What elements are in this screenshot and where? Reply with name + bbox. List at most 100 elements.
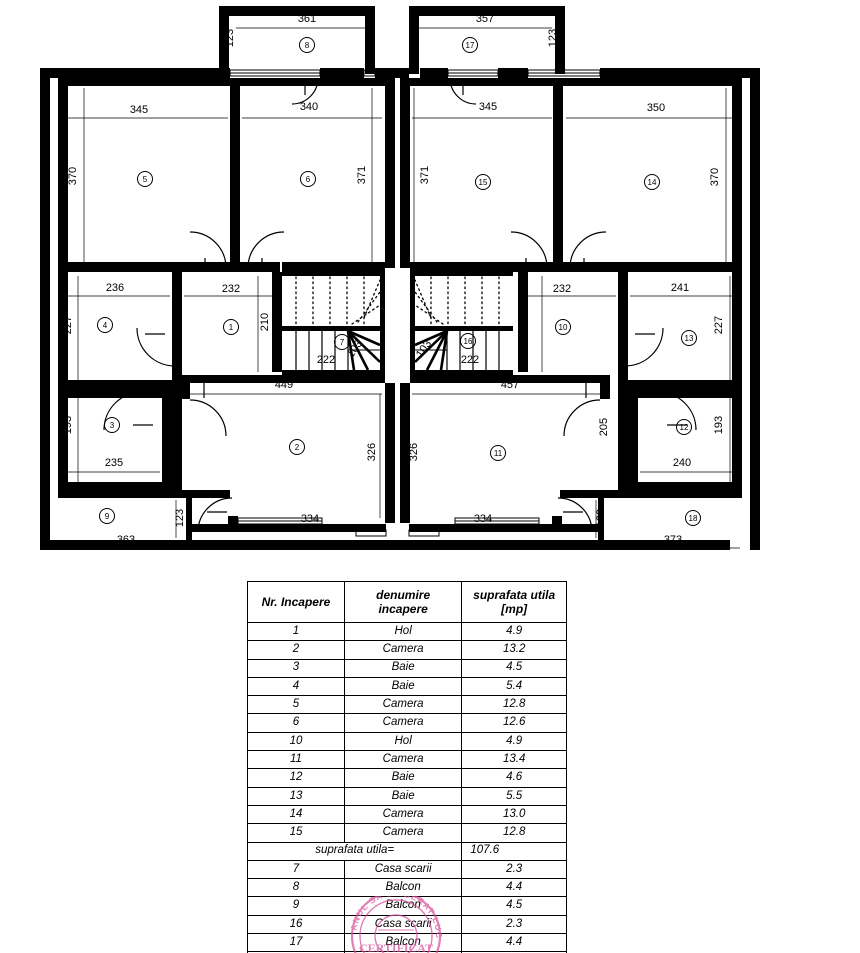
room-area: 13.2 — [461, 640, 567, 660]
room-marker-label: 5 — [143, 175, 148, 184]
room-schedule-table: Nr. Incapere denumire incapere suprafata… — [246, 581, 567, 953]
table-header: Nr. Incapere denumire incapere suprafata… — [247, 581, 567, 623]
dimension-label: 449 — [275, 379, 293, 391]
dimension-label: 232 — [553, 283, 571, 295]
room-marker-label: 9 — [105, 512, 110, 521]
room-nr: 9 — [247, 896, 345, 916]
header-nr-incapere: Nr. Incapere — [247, 581, 345, 623]
room-nr: 12 — [247, 768, 345, 788]
dimension-label: 345 — [130, 104, 148, 116]
room-name: Camera — [343, 640, 463, 660]
dimension-label: 222 — [461, 354, 479, 366]
room-marker-16: 16 — [460, 333, 476, 349]
room-area: 4.5 — [461, 658, 567, 678]
room-marker-label: 1 — [229, 323, 234, 332]
room-marker-circle — [644, 174, 660, 190]
room-name: Camera — [343, 804, 463, 825]
room-area: 4.4 — [461, 933, 567, 953]
room-area: 2.3 — [461, 914, 567, 935]
room-name: Balcon — [343, 896, 463, 916]
dimension-label: 210 — [259, 313, 271, 331]
dimension-label: 123 — [595, 509, 607, 527]
room-nr: 10 — [247, 731, 345, 752]
dimension-label: 370 — [709, 168, 721, 186]
room-name: Baie — [343, 768, 463, 788]
room-marker-4: 4 — [97, 317, 113, 333]
window-glazing-right — [751, 299, 759, 527]
room-marker-label: 7 — [340, 338, 345, 347]
room-area: 4.4 — [461, 878, 567, 898]
room-nr: 4 — [247, 676, 345, 697]
room-marker-label: 4 — [103, 321, 108, 330]
dimension-lines — [52, 16, 740, 549]
room-marker-circle — [681, 330, 697, 346]
subtotal-value: 107.6 — [461, 841, 567, 861]
room-area: 4.5 — [461, 896, 567, 916]
room-marker-18: 18 — [685, 510, 701, 526]
room-marker-label: 18 — [689, 514, 698, 523]
room-name: Camera — [343, 823, 463, 843]
room-marker-11: 11 — [490, 445, 506, 461]
header-denumire-line2: incapere — [378, 602, 428, 616]
room-area: 13.4 — [461, 750, 567, 770]
room-marker-17: 17 — [462, 37, 478, 53]
room-nr: 6 — [247, 713, 345, 733]
room-marker-label: 8 — [305, 41, 310, 50]
dimension-label: 227 — [713, 316, 725, 334]
room-area: 12.8 — [461, 823, 567, 843]
dimension-label: 240 — [673, 457, 691, 469]
room-nr: 17 — [247, 933, 345, 953]
room-nr: 1 — [247, 621, 345, 642]
room-marker-10: 10 — [555, 319, 571, 335]
room-marker-circle — [99, 508, 115, 524]
header-suprafata-line1: suprafata utila — [473, 587, 556, 602]
room-marker-circle — [334, 334, 350, 350]
room-marker-15: 15 — [475, 174, 491, 190]
dimension-label: 345 — [479, 101, 497, 113]
dimension-label: 371 — [419, 166, 431, 184]
dimension-label: 235 — [105, 457, 123, 469]
dimension-label: 370 — [67, 167, 79, 185]
room-marker-8: 8 — [299, 37, 315, 53]
room-marker-label: 17 — [466, 41, 475, 50]
room-name: Baie — [343, 786, 463, 806]
room-marker-circle — [97, 317, 113, 333]
room-marker-circle — [104, 417, 120, 433]
room-area: 12.6 — [461, 713, 567, 733]
wall-structure — [40, 6, 760, 550]
room-name: Camera — [343, 695, 463, 715]
room-marker-circle — [137, 171, 153, 187]
room-nr: 5 — [247, 695, 345, 715]
room-marker-3: 3 — [104, 417, 120, 433]
dimension-label: 222 — [317, 354, 335, 366]
header-suprafata-line2: [mp] — [501, 602, 528, 616]
room-marker-13: 13 — [681, 330, 697, 346]
header-denumire-line1: denumire — [376, 587, 431, 602]
room-name: Casa scarii — [343, 914, 463, 935]
header-denumire-incapere: denumire incapere — [343, 581, 463, 623]
room-name: Hol — [343, 621, 463, 642]
room-area: 5.4 — [461, 676, 567, 697]
staircase-left — [295, 276, 381, 371]
dimension-label: 193 — [713, 416, 725, 434]
room-marker-circle — [685, 510, 701, 526]
room-nr: 11 — [247, 750, 345, 770]
room-marker-circle — [460, 333, 476, 349]
room-marker-circle — [462, 37, 478, 53]
room-marker-label: 15 — [479, 178, 488, 187]
dimension-label: 457 — [501, 379, 519, 391]
room-area: 2.3 — [461, 859, 567, 880]
dimension-label: 326 — [408, 443, 420, 461]
